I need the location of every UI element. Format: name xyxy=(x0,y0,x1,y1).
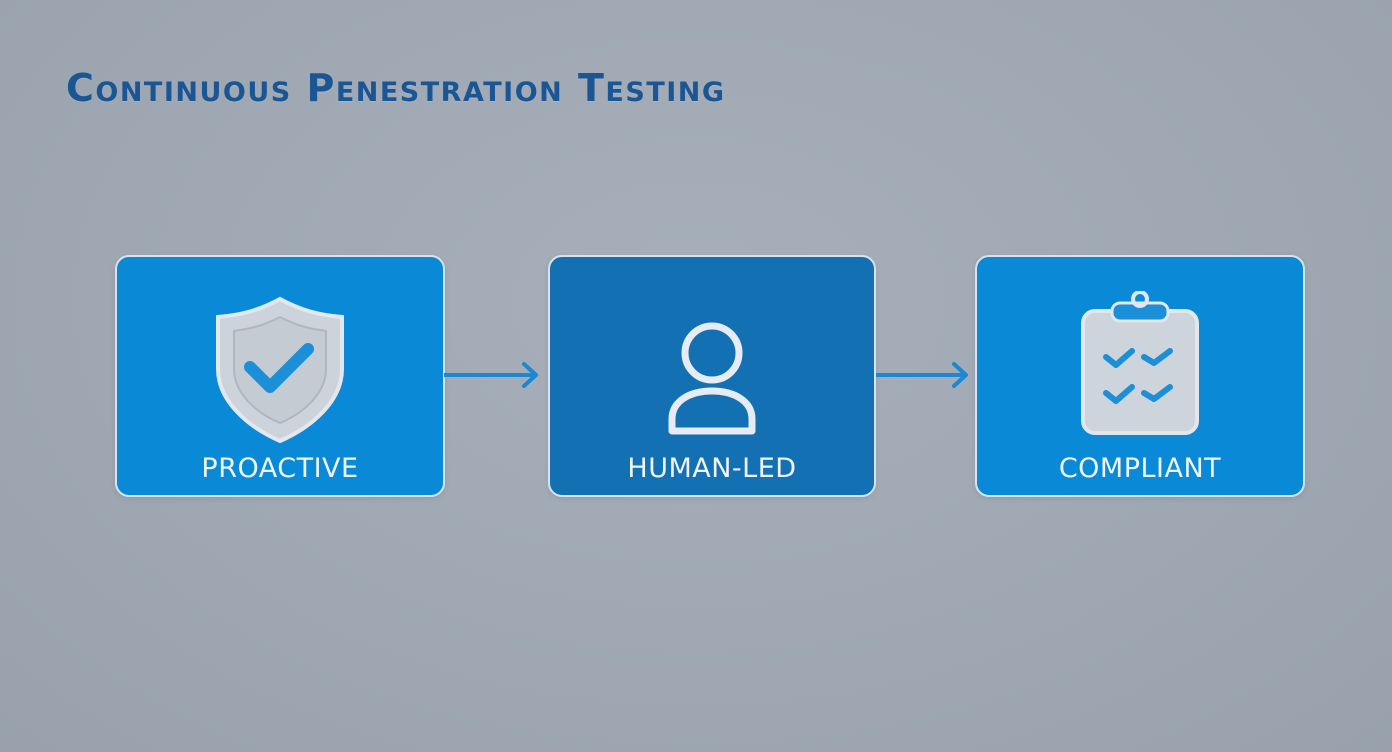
step-label: HUMAN-LED xyxy=(627,453,797,484)
arrow-right-icon xyxy=(444,362,538,388)
clipboard-checklist-icon xyxy=(977,291,1303,451)
diagram-title: Continuous Penestration Testing xyxy=(66,66,726,110)
step-card-proactive: PROACTIVE xyxy=(115,255,445,497)
shield-check-icon xyxy=(117,291,443,451)
step-card-human-led: HUMAN-LED xyxy=(548,255,876,497)
step-card-compliant: COMPLIANT xyxy=(975,255,1305,497)
arrow-right-icon xyxy=(876,362,968,388)
step-label: COMPLIANT xyxy=(1058,453,1222,484)
step-label: PROACTIVE xyxy=(201,453,359,484)
user-icon xyxy=(550,291,874,451)
